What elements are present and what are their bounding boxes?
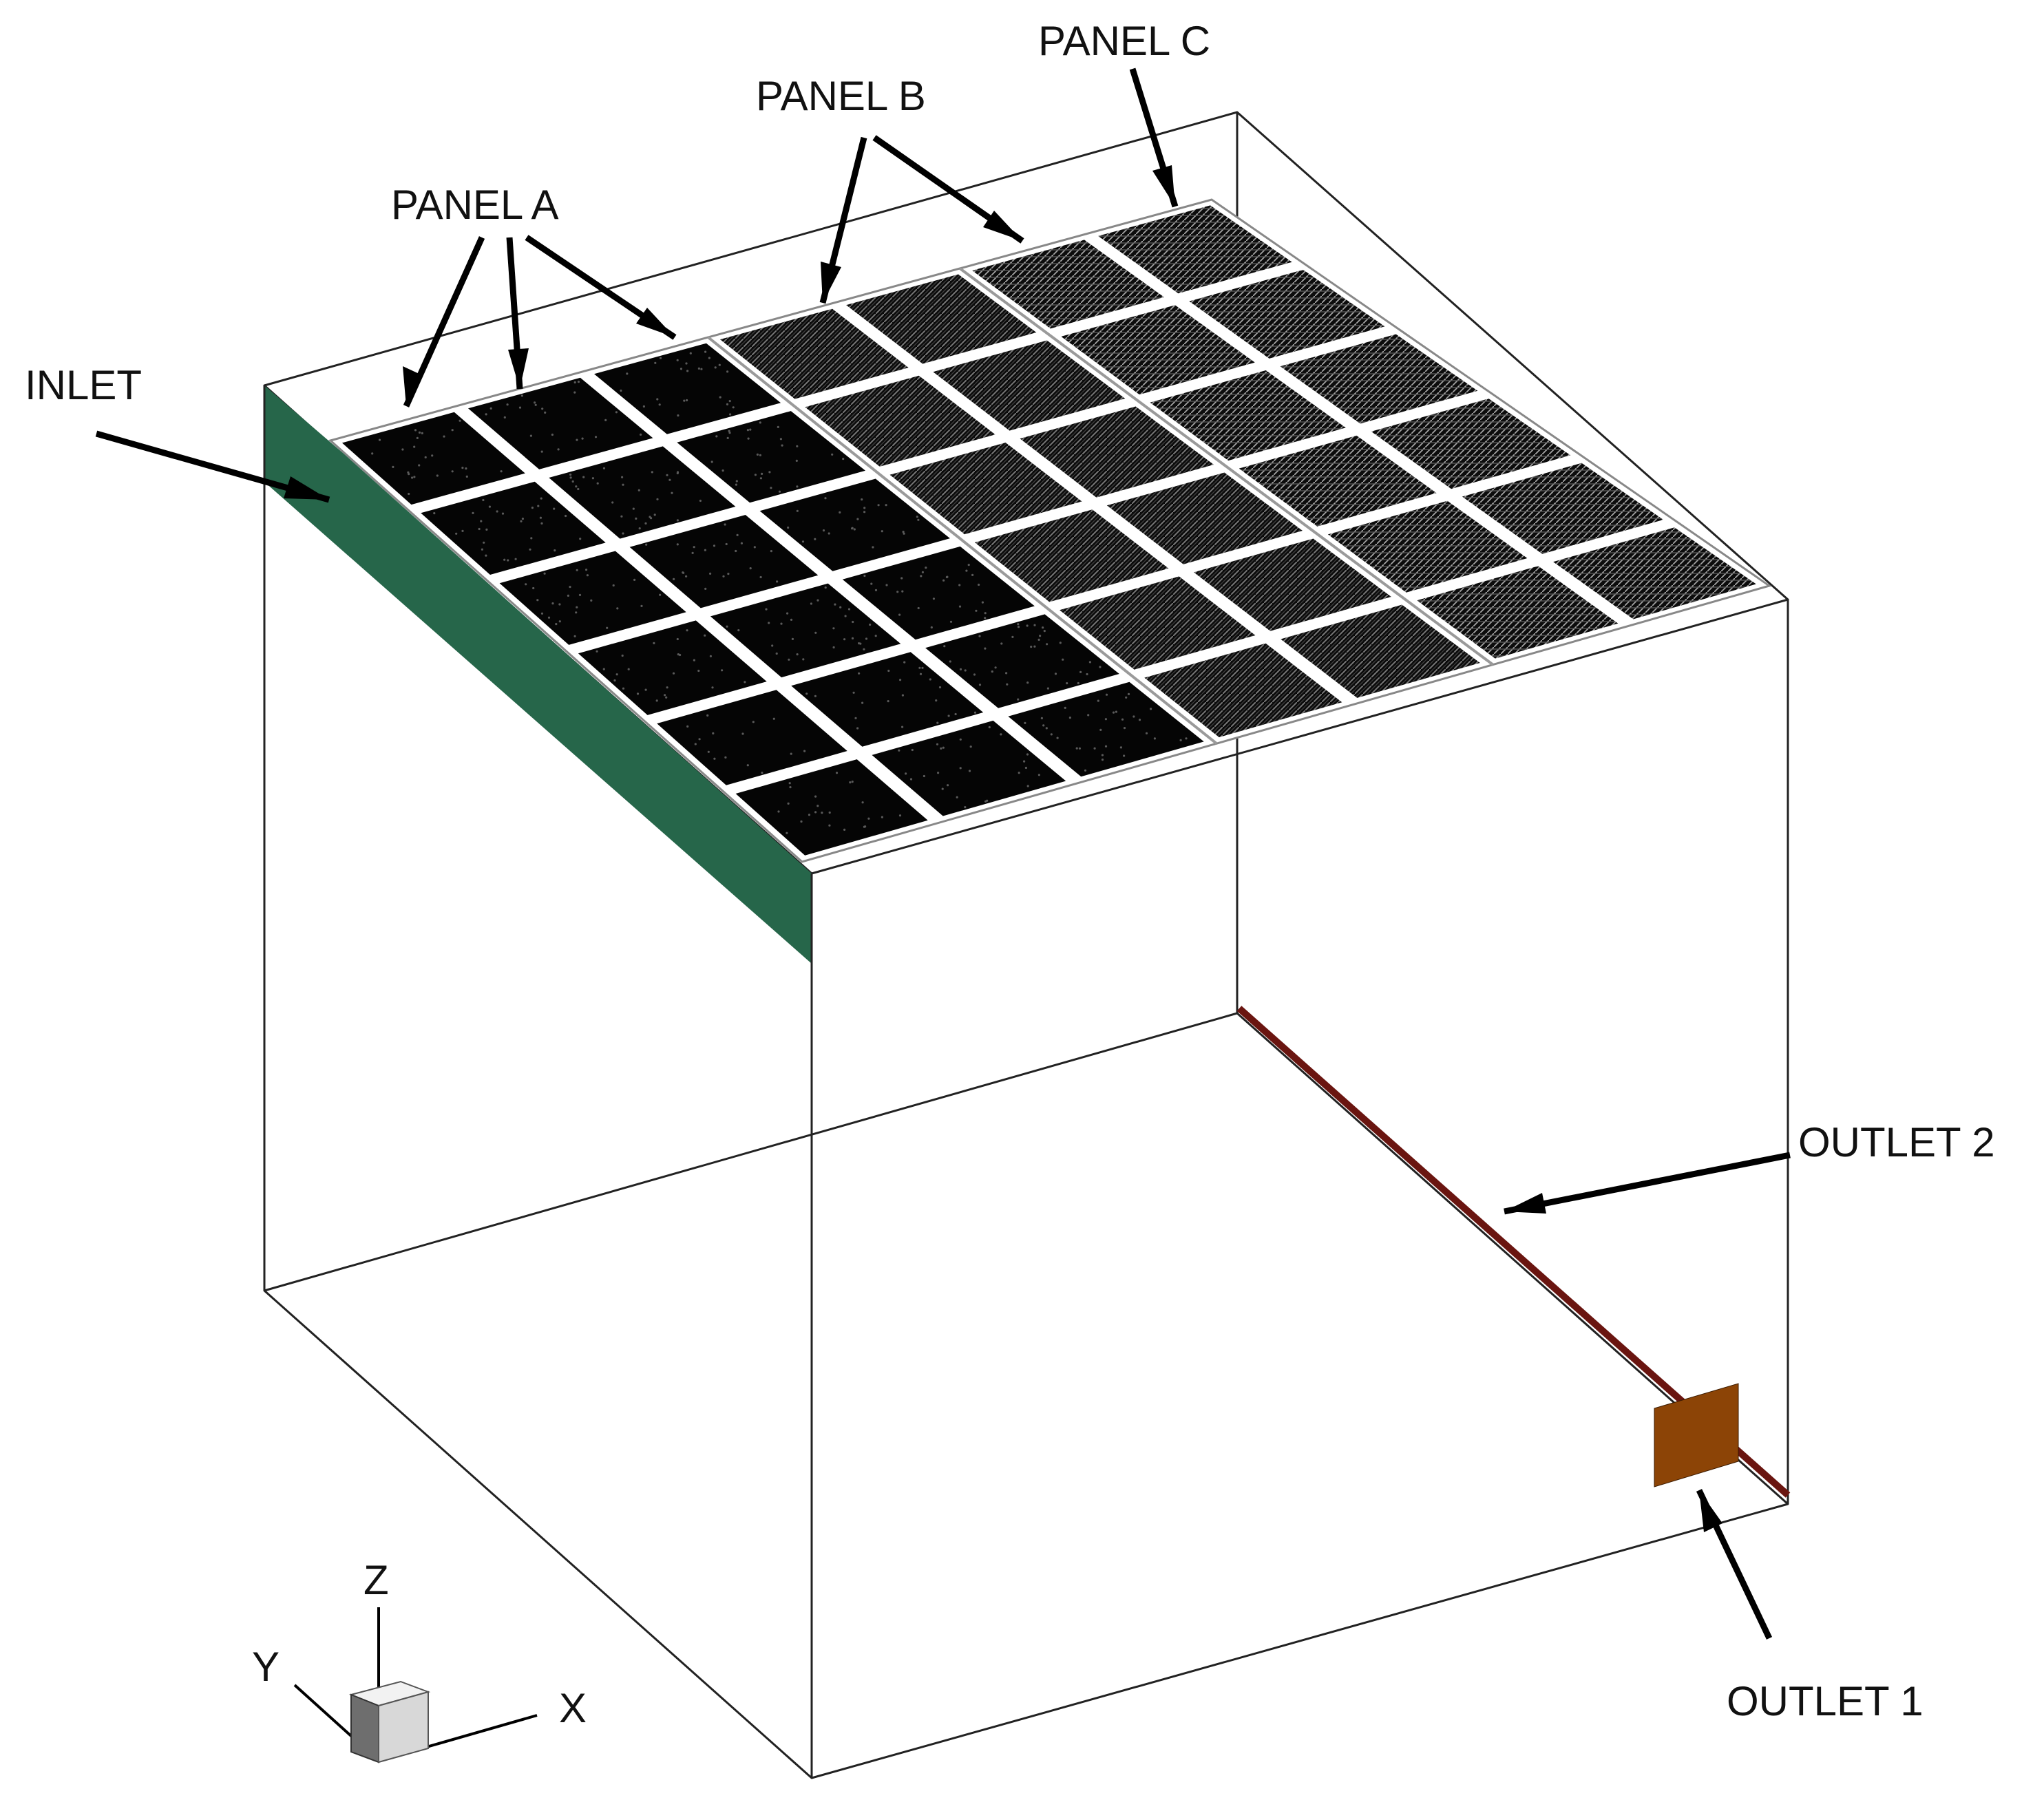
panel-b-cell [933,340,1126,431]
label-panel-c: PANEL C [1038,18,1210,64]
panel-c-cell [1189,269,1385,359]
arrowhead-panel-c [1152,165,1175,207]
outlet-1-face [1654,1383,1739,1487]
axis-y-label: Y [252,1644,280,1690]
panel-a-cell [549,446,736,539]
panel-group-divider-1 [707,336,1218,745]
arrowhead-inlet [284,476,329,500]
panel-b-cell [720,308,909,399]
panel-a-cell [341,412,525,505]
panel-a-cell [842,546,1035,640]
arrowhead-outlet-2 [1504,1193,1546,1214]
roof-panel-array [328,198,1772,863]
diagram-labels: INLET PANEL A PANEL B PANEL C OUTLET 2 O… [25,18,1995,1724]
arrowhead-panel-a-3 [636,308,675,337]
inlet-face [264,385,812,964]
panel-c-cell [1462,463,1663,554]
panel-c-cell [1417,566,1619,659]
arrowhead-outlet-1 [1699,1490,1722,1532]
panel-a-cell [925,614,1119,708]
panel-b-cell [1106,472,1303,564]
panel-b-cell [1144,643,1342,738]
panel-c-cell [1553,527,1756,620]
panel-a-cell [629,515,819,608]
panel-a-cell [677,411,865,503]
arrowhead-panel-b-2 [983,211,1022,241]
panel-a-cell [468,377,653,469]
panel-a-cell [791,652,984,747]
panel-c-cell [1280,334,1478,424]
panel-b-cell [1281,604,1480,698]
panel-a-cell [872,720,1066,816]
panel-c-cell [1239,435,1437,527]
label-outlet-2: OUTLET 2 [1798,1119,1995,1165]
panel-a-texture [371,350,1188,834]
panel-c-cell [1061,305,1255,395]
panel-a-cell [710,583,901,678]
panel-c-cell [1327,500,1528,593]
label-panel-a: PANEL A [391,182,558,228]
axis-z-label: Z [364,1557,389,1603]
panel-b-cell [1194,538,1391,631]
panel-b-cell [805,375,995,467]
label-panel-b: PANEL B [756,73,926,119]
panel-a-cell [421,481,606,575]
panel-a-cell [759,478,950,571]
panel-c-cell [1150,370,1346,461]
panel-a-cell [499,551,686,645]
panel-a-cell [657,690,847,785]
arrowhead-panel-b-1 [821,262,841,303]
panel-b-cell [846,274,1037,364]
panel-a-cell [578,620,767,715]
panel-b-cell [1060,576,1256,670]
label-inlet: INLET [25,362,142,408]
panel-a-cell [735,759,928,856]
leader-outlet-2 [1504,1152,1791,1215]
axis-x-label: X [559,1685,587,1731]
panel-c-cell [1098,205,1292,294]
panel-c-cell [1371,399,1571,489]
arrowhead-panel-a-1 [403,366,422,406]
domain-box-front-edges [263,385,1789,1779]
panel-b-cell [974,509,1169,602]
panel-a-cell [594,343,781,434]
panel-b-cell [889,443,1082,535]
panel-b-cell [1020,406,1214,498]
axis-triad: Z X Y [252,1557,587,1764]
panel-c-cell [972,240,1164,329]
label-outlet-1: OUTLET 1 [1727,1678,1924,1724]
leader-arrowheads [284,165,1722,1532]
axis-triad-cube [348,1680,431,1764]
arrowhead-panel-a-2 [508,348,529,389]
panel-a-cell [1008,681,1204,777]
panel-group-divider-2 [959,267,1494,666]
